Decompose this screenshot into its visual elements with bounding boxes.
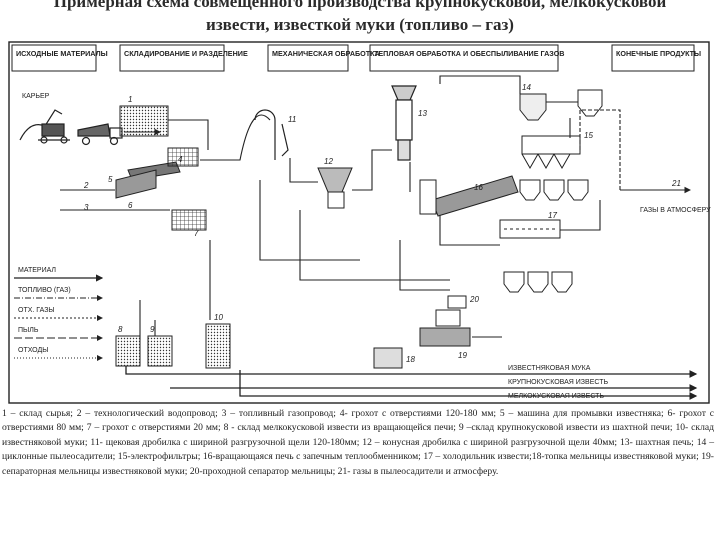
column-header-4: КОНЕЧНЫЕ ПРОДУКТЫ xyxy=(616,49,701,58)
callout-4: 4 xyxy=(178,155,183,164)
cyclones-14 xyxy=(519,93,547,121)
column-header-2: МЕХАНИЧЕСКАЯ ОБРАБОТКА xyxy=(272,49,380,58)
quarry-label: КАРЬЕР xyxy=(22,93,50,100)
mill-furnace-18 xyxy=(373,347,403,369)
callout-16: 16 xyxy=(474,183,483,192)
flour-bins-10 xyxy=(503,271,573,293)
callout-7: 7 xyxy=(194,229,199,238)
callout-13: 13 xyxy=(418,109,427,118)
product-lines xyxy=(125,366,698,400)
legend-label-2: ОТХ. ГАЗЫ xyxy=(18,307,55,314)
callout-3: 3 xyxy=(84,203,89,212)
storage-grids xyxy=(167,147,207,231)
callout-1: 1 xyxy=(128,95,132,104)
process-flow-scheme: ИСХОДНЫЕ МАТЕРИАЛЫ СКЛАДИРОВАНИЕ И РАЗДЕ… xyxy=(8,41,711,404)
callout-18: 18 xyxy=(406,355,415,364)
legend: МАТЕРИАЛ ТОПЛИВО (ГАЗ) ОТХ. ГАЗЫ ПЫЛЬ ОТ… xyxy=(14,267,104,361)
flow-lines xyxy=(60,75,692,340)
callout-10: 10 xyxy=(214,313,223,322)
gas-outlet-label: ГАЗЫ В АТМОСФЕРУ xyxy=(640,207,711,214)
legend-label-3: ПЫЛЬ xyxy=(18,327,39,334)
callout-11: 11 xyxy=(288,115,296,124)
legend-label-0: МАТЕРИАЛ xyxy=(18,267,56,274)
callout-12: 12 xyxy=(324,157,333,166)
dump-truck-icon xyxy=(77,123,123,146)
callout-9: 9 xyxy=(150,325,155,334)
lime-bins-8 xyxy=(519,179,589,201)
diagram-title: Примерная схема совмещенного производств… xyxy=(0,0,720,36)
rotary-kiln-16 xyxy=(419,175,519,217)
shaft-kiln-13 xyxy=(391,85,417,161)
legend-label-4: ОТХОДЫ xyxy=(18,347,48,354)
callout-5: 5 xyxy=(108,175,113,184)
callout-8: 8 xyxy=(118,325,123,334)
column-header-1: СКЛАДИРОВАНИЕ И РАЗДЕЛЕНИЕ xyxy=(124,49,248,58)
callout-17: 17 xyxy=(548,211,557,220)
product-label-0: ИЗВЕСТНЯКОВАЯ МУКА xyxy=(508,365,591,372)
scheme-frame xyxy=(8,41,710,404)
lime-bins-9 xyxy=(577,89,603,117)
waste-silos xyxy=(115,323,231,369)
callout-2: 2 xyxy=(83,181,89,190)
washing-machine-5 xyxy=(115,169,157,199)
separator-20 xyxy=(447,295,467,309)
callout-21: 21 xyxy=(671,179,681,188)
title-line-1: Примерная схема совмещенного производств… xyxy=(53,0,667,11)
title-line-2: извести, известкой муки (топливо – газ) xyxy=(206,15,514,34)
lime-cooler-17 xyxy=(499,219,561,239)
electrofilters-15 xyxy=(521,135,581,170)
callout-19: 19 xyxy=(458,351,467,360)
callout-6: 6 xyxy=(128,201,133,210)
product-label-1: КРУПНОКУСКОВАЯ ИЗВЕСТЬ xyxy=(508,379,608,386)
legend-caption: 1 – склад сырья; 2 – технологический вод… xyxy=(2,408,714,477)
callout-20: 20 xyxy=(469,295,479,304)
column-header-0: ИСХОДНЫЕ МАТЕРИАЛЫ xyxy=(16,49,108,58)
cone-crusher-12 xyxy=(317,167,353,209)
product-label-2: МЕЛКОКУСКОВАЯ ИЗВЕСТЬ xyxy=(508,393,604,400)
jaw-crusher-11 xyxy=(254,109,289,160)
column-header-3: ТЕПЛОВАЯ ОБРАБОТКА И ОБЕСПЫЛИВАНИЕ ГАЗОВ xyxy=(374,49,565,58)
legend-label-1: ТОПЛИВО (ГАЗ) xyxy=(18,287,71,294)
separator-mill-19 xyxy=(419,309,471,347)
column-headers xyxy=(11,44,695,72)
excavator-icon xyxy=(19,109,70,144)
callout-14: 14 xyxy=(522,83,531,92)
callout-15: 15 xyxy=(584,131,593,140)
